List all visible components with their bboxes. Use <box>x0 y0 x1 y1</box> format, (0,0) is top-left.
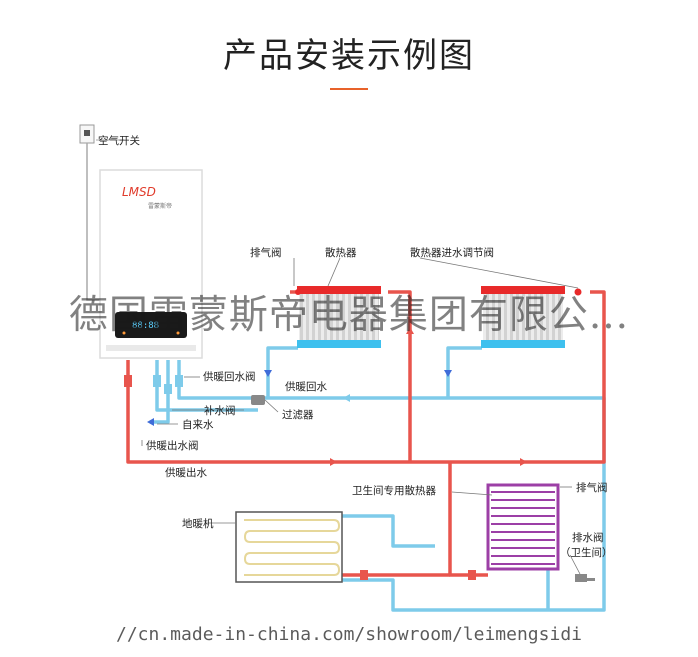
company-watermark: 德国雷蒙斯帝电器集团有限公... <box>68 293 630 338</box>
title-underline <box>330 88 368 90</box>
label-vent-valve-left: 排气阀 <box>250 246 282 259</box>
vent-valve-left-marker <box>295 289 301 295</box>
label-bathroom-radiator: 卫生间专用散热器 <box>352 484 436 497</box>
label-tap-water: 自来水 <box>182 418 214 431</box>
bathroom-radiator <box>486 483 560 571</box>
flow-arrows <box>147 327 527 466</box>
air-switch <box>79 124 95 144</box>
source-url-watermark: //cn.made-in-china.com/showroom/leimengs… <box>116 624 582 645</box>
label-heating-outlet-valve: 供暖出水阀 <box>146 439 199 452</box>
floor-heating-coil <box>235 511 343 583</box>
page-title: 产品安装示例图 <box>223 36 475 76</box>
label-air-switch: 空气开关 <box>98 134 140 147</box>
leader-lines <box>141 257 581 575</box>
label-heating-return-valve: 供暖回水阀 <box>203 370 256 383</box>
radiator-left <box>297 286 381 348</box>
radiator-right <box>481 286 565 348</box>
boiler: LMSD 雷蒙斯帝 88:88 <box>99 169 203 359</box>
label-drain-valve: 排水阀 <box>572 531 604 544</box>
label-heating-outlet: 供暖出水 <box>165 466 207 479</box>
label-floor-heating: 地暖机 <box>182 517 214 530</box>
boiler-display: 88:88 <box>132 321 159 331</box>
filter <box>251 395 265 405</box>
label-makeup-valve: 补水阀 <box>204 404 236 417</box>
power-cable <box>86 143 100 301</box>
floor-valve <box>360 570 368 580</box>
cold-water-pipes <box>150 346 606 612</box>
boiler-brand-sub: 雷蒙斯帝 <box>148 202 172 210</box>
inlet-valve-marker <box>574 288 582 296</box>
label-filter: 过滤器 <box>282 408 314 421</box>
label-radiator-inlet-valve: 散热器进水调节阀 <box>410 246 494 259</box>
label-radiator: 散热器 <box>325 246 357 259</box>
label-vent-valve-right: 排气阀 <box>576 481 608 494</box>
boiler-brand: LMSD <box>122 185 156 199</box>
drain-valve-tap <box>575 574 595 582</box>
boiler-valves <box>124 375 183 394</box>
label-heating-return: 供暖回水 <box>285 380 327 393</box>
label-drain-valve-note: （卫生间） <box>560 546 613 559</box>
bath-valve <box>468 570 476 580</box>
